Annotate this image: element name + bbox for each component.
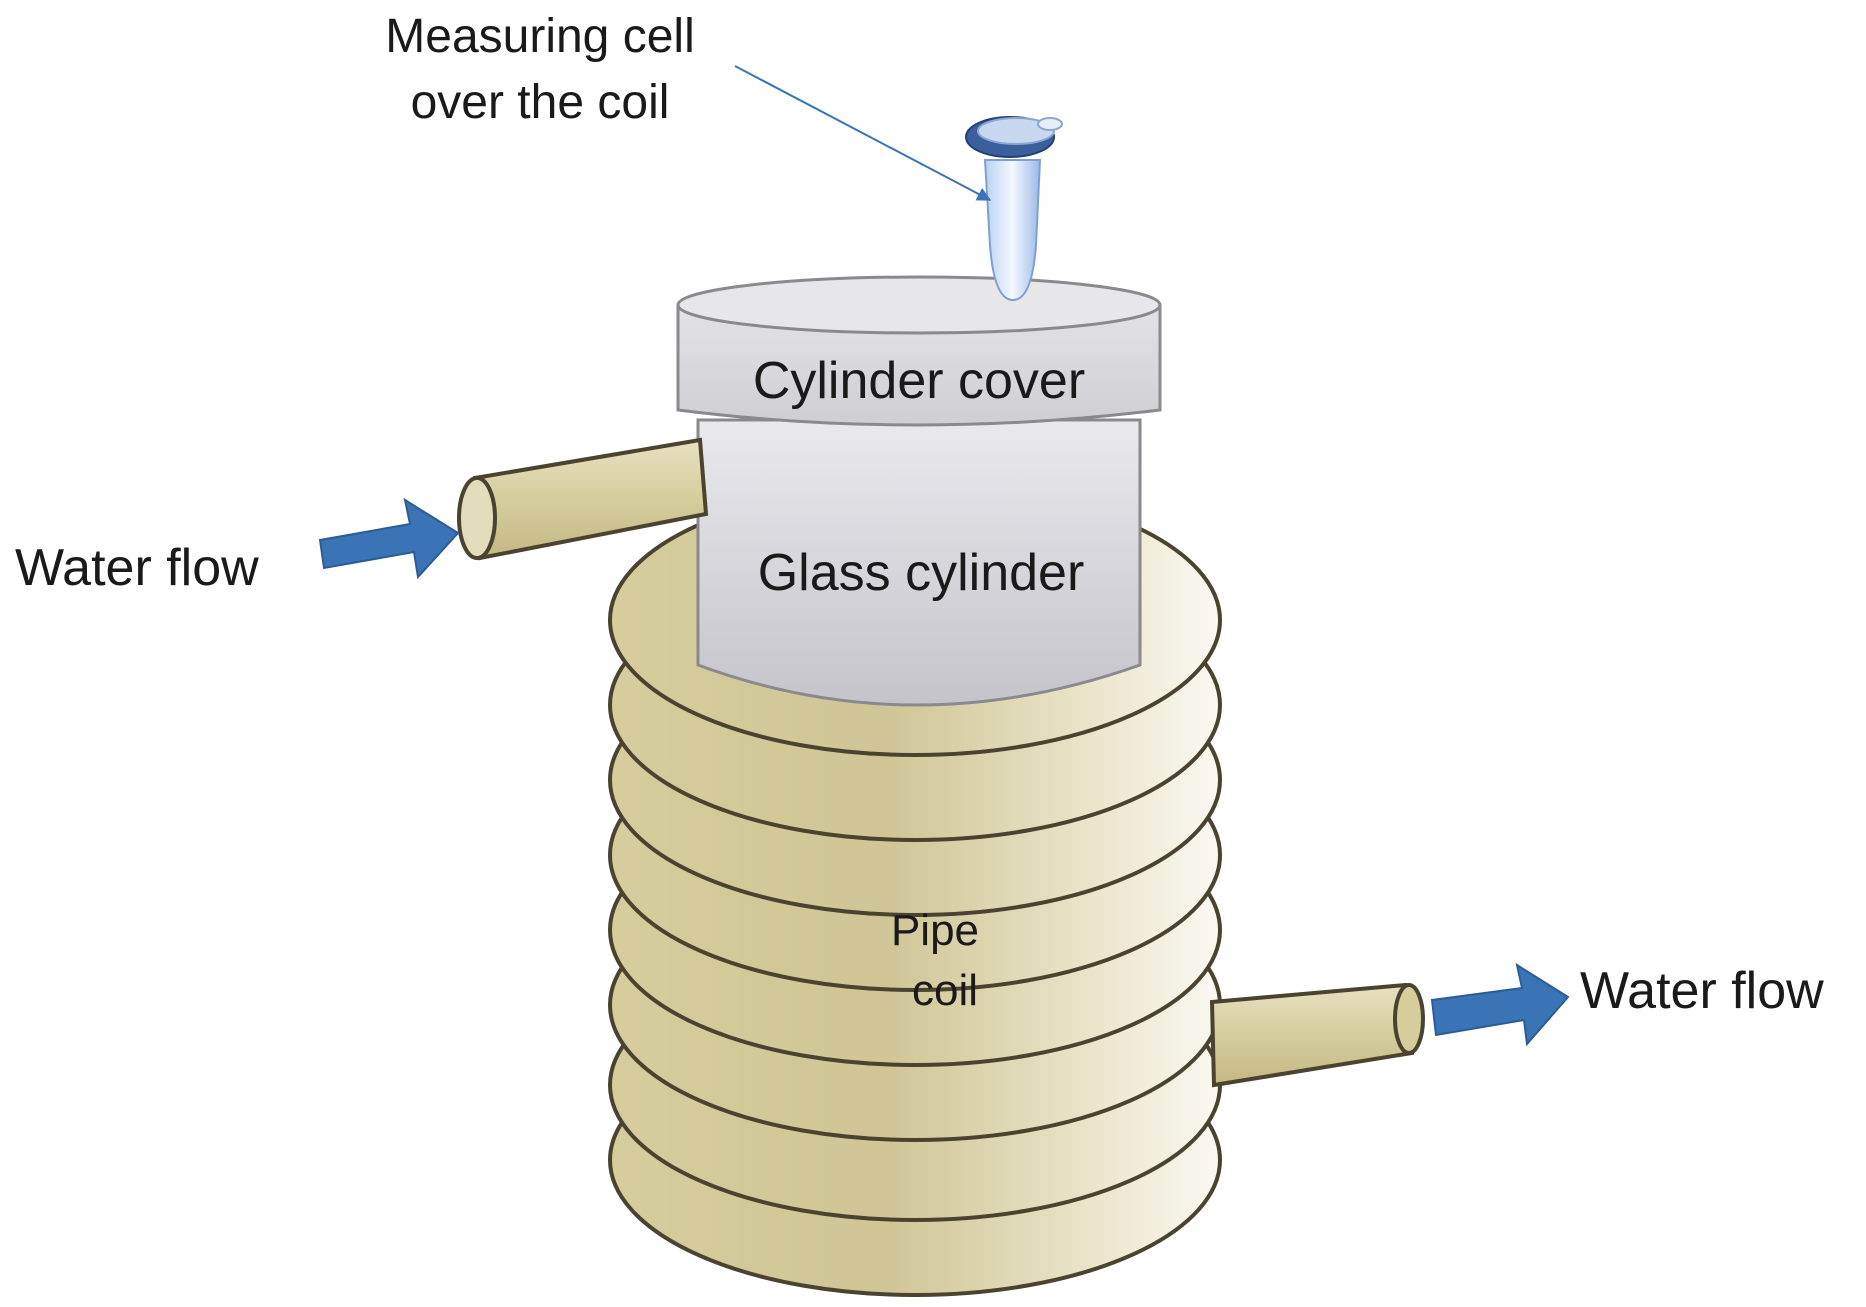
glass-cylinder-label: Glass cylinder	[758, 544, 1085, 602]
pipe-coil-label-line2: coil	[912, 966, 978, 1015]
inlet-pipe	[457, 437, 709, 561]
measuring-cell-label-line1: Measuring cell	[385, 10, 694, 63]
measuring-cell-leader-line	[734, 65, 992, 201]
pipe-coil-label-line1: Pipe	[891, 906, 979, 955]
measuring-cell-label-line2: over the coil	[411, 76, 670, 129]
water-flow-in-label: Water flow	[15, 539, 259, 597]
measuring-cell-icon	[965, 116, 1063, 302]
cylinder-cover-label: Cylinder cover	[753, 352, 1085, 410]
outlet-pipe	[1209, 982, 1425, 1088]
cylinder-cover	[676, 275, 1162, 427]
water-flow-out-label: Water flow	[1580, 962, 1824, 1020]
water-flow-out-arrow	[1430, 962, 1570, 1047]
water-flow-in-arrow	[318, 497, 460, 580]
glass-cylinder	[696, 418, 1142, 707]
